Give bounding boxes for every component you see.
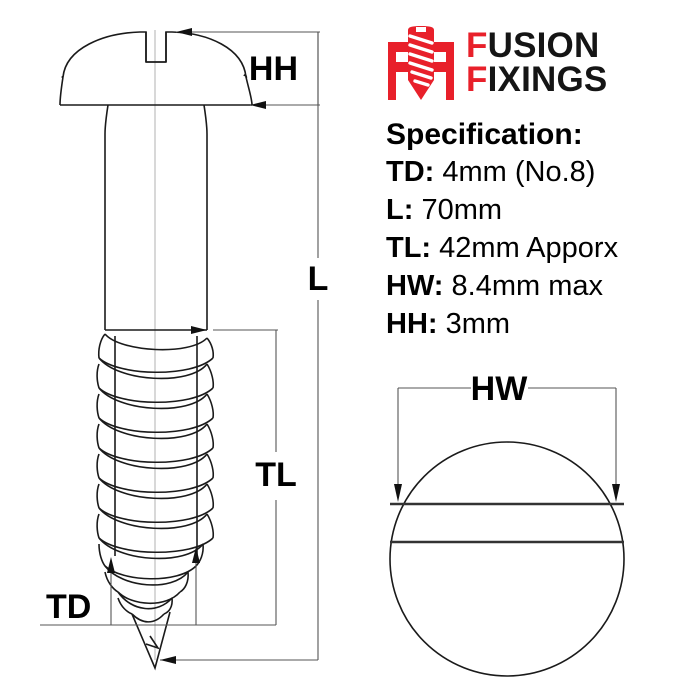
screw-tip-cone xyxy=(131,611,171,671)
specification-heading: Specification: xyxy=(386,118,583,151)
spec-key-td: TD: xyxy=(386,156,435,188)
point-turn-10-leadout xyxy=(163,597,173,615)
point-turn-10-upper xyxy=(117,591,173,610)
thread-turn-4-leadin xyxy=(96,423,100,449)
thread-turn-6-upper xyxy=(98,477,208,500)
spec-value-tl: 42mm Apporx xyxy=(439,231,619,264)
thread-turn-4-leadout xyxy=(206,423,215,449)
shank-fillet-right xyxy=(203,104,208,135)
brand-wordmark: FUSION FIXINGS xyxy=(466,26,608,99)
spec-row-hh: HH: 3mm xyxy=(386,306,698,344)
head-view-svg: HW xyxy=(389,372,625,677)
spec-key-l: L: xyxy=(386,193,414,226)
point-turn-9-leadout xyxy=(179,571,189,593)
point-turn-9-lower xyxy=(117,591,181,604)
brand-line-1-lead: F xyxy=(466,26,488,66)
td-label: TD xyxy=(46,588,91,626)
tip-flute-detail xyxy=(145,635,160,650)
l-arrow-bottom xyxy=(160,656,176,664)
thread-turn-2-leadin xyxy=(96,363,100,389)
shank-fillet-left xyxy=(104,104,109,135)
thread-turn-1-leadin xyxy=(97,333,106,359)
spec-row-td: TD: 4mm (No.8) xyxy=(386,154,698,192)
dimension-hw: HW xyxy=(394,372,620,502)
head-right-curve xyxy=(245,76,253,106)
spec-value-hh: 3mm xyxy=(445,307,511,340)
brand-lockup: FUSION FIXINGS xyxy=(388,26,607,100)
tl-arrow-top xyxy=(191,326,207,334)
hh-arrow-top xyxy=(176,28,192,36)
thread-turn-7-lower xyxy=(98,537,214,554)
thread-turn-1-upper xyxy=(104,333,208,351)
dimension-hh: HH xyxy=(176,28,320,109)
thread-turn-3-leadout xyxy=(206,393,215,419)
point-turn-8-leadout xyxy=(195,543,204,567)
spec-row-tl: TL: 42mm Apporx xyxy=(386,230,698,268)
screw-head-top-view: HW xyxy=(368,372,700,694)
thread-turn-1-leadout xyxy=(206,337,215,359)
point-turn-10-lower xyxy=(131,613,165,623)
brand-line-2: FIXINGS xyxy=(466,60,608,99)
brand-line-1-rest: USION xyxy=(487,26,600,66)
brand-line-1: FUSION xyxy=(466,26,607,66)
thread-turn-1-lower xyxy=(98,357,214,374)
spec-value-td: 4mm (No.8) xyxy=(442,156,596,188)
thread-turn-2-lower xyxy=(98,387,214,404)
fusion-fixings-screw-logo-icon xyxy=(388,26,454,100)
thread-turn-3-upper xyxy=(98,387,208,410)
dimension-l: L xyxy=(160,32,328,664)
thread-turn-3-leadin xyxy=(96,393,100,419)
brand-line-2-rest: IXINGS xyxy=(487,60,608,99)
screw-side-view-drawing: HH L TL xyxy=(40,28,328,671)
thread-turn-6-lower xyxy=(98,507,214,524)
thread-turn-6-leadin xyxy=(96,483,100,509)
thread-turn-3-lower xyxy=(98,417,214,434)
hw-arrow-left xyxy=(394,484,402,502)
thread-turn-7-upper xyxy=(98,507,208,530)
thread-helix-group xyxy=(96,333,215,671)
thread-turn-6-leadout xyxy=(206,483,215,509)
hh-arrow-bottom xyxy=(250,101,266,109)
thread-turn-4-lower xyxy=(98,447,214,464)
thread-turn-7-leadout xyxy=(206,513,215,539)
spec-key-hh: HH: xyxy=(386,307,438,340)
point-turn-9-leadin xyxy=(104,571,119,593)
spec-key-hw: HW: xyxy=(386,269,444,302)
side-view-svg: HH L TL xyxy=(40,28,328,671)
thread-turn-5-leadout xyxy=(206,453,215,479)
head-outline-circle xyxy=(389,441,625,677)
spec-value-l: 70mm xyxy=(421,193,503,226)
thread-turn-7-leadin xyxy=(96,513,100,539)
thread-turn-5-leadin xyxy=(96,453,100,479)
specification-block: Specification: TD: 4mm (No.8) L: 70mm TL… xyxy=(386,118,698,344)
point-turn-8-leadin xyxy=(98,543,106,567)
thread-turn-5-lower xyxy=(98,477,214,494)
thread-turn-2-leadout xyxy=(206,363,215,389)
thread-turn-5-upper xyxy=(98,447,208,470)
td-arrow-left xyxy=(107,557,115,573)
hw-label: HW xyxy=(471,372,529,408)
info-panel: FUSION FIXINGS Specification: TD: 4mm (N… xyxy=(368,0,700,700)
thread-turn-2-upper xyxy=(98,357,208,380)
head-left-curve xyxy=(59,76,64,106)
spec-row-l: L: 70mm xyxy=(386,192,698,230)
dimension-td: TD xyxy=(40,547,200,626)
tl-label: TL xyxy=(255,456,297,494)
hh-label: HH xyxy=(249,50,298,88)
spec-key-tl: TL: xyxy=(386,231,432,264)
dimension-tl: TL xyxy=(191,326,297,626)
td-arrow-right xyxy=(192,547,200,563)
l-label: L xyxy=(308,260,329,298)
point-turn-10-leadin xyxy=(117,597,133,615)
brand-line-2-lead: F xyxy=(466,60,488,99)
spec-value-hw: 8.4mm max xyxy=(451,269,603,302)
spec-row-hw: HW: 8.4mm max xyxy=(386,268,698,306)
thread-turn-4-upper xyxy=(98,417,208,440)
hw-arrow-right xyxy=(612,484,620,502)
